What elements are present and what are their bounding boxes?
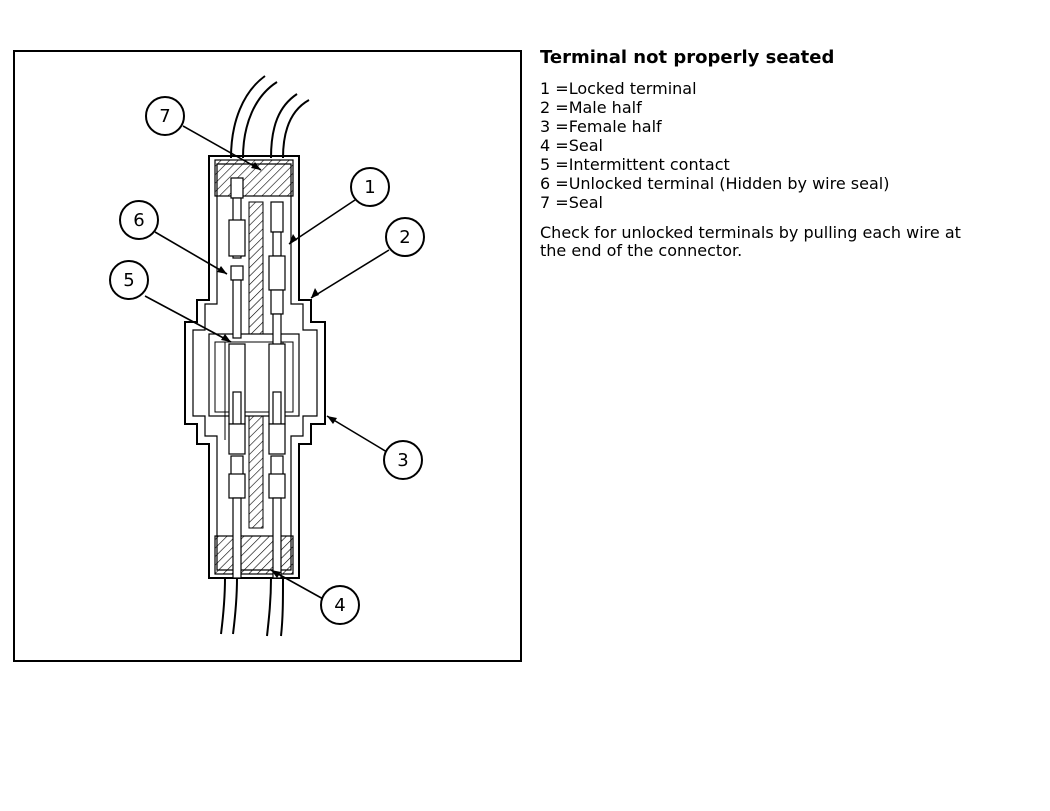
- legend-separator: =: [550, 98, 569, 117]
- legend-item: 4 =Seal: [540, 136, 1040, 155]
- legend-separator: =: [550, 174, 569, 193]
- legend-number: 2: [540, 98, 551, 117]
- page-title: Terminal not properly seated: [540, 47, 835, 68]
- legend-label: Seal: [568, 193, 603, 212]
- legend-separator: =: [550, 155, 569, 174]
- svg-text:7: 7: [159, 106, 170, 127]
- legend-label: Intermittent contact: [568, 155, 730, 174]
- callout-1: 1: [350, 167, 390, 207]
- legend-label: Locked terminal: [568, 79, 697, 98]
- callout-3: 3: [383, 440, 423, 480]
- svg-text:3: 3: [397, 450, 408, 471]
- callout-4: 4: [320, 585, 360, 625]
- right-terminal: [268, 201, 286, 579]
- svg-text:5: 5: [123, 270, 134, 291]
- legend-number: 6: [540, 174, 551, 193]
- legend-label: Unlocked terminal (Hidden by wire seal): [568, 174, 890, 193]
- svg-text:6: 6: [133, 210, 144, 231]
- callout-5: 5: [109, 260, 149, 300]
- legend-label: Seal: [568, 136, 603, 155]
- legend-item: 3 =Female half: [540, 117, 1040, 136]
- svg-text:1: 1: [364, 177, 375, 198]
- legend-item: 1 =Locked terminal: [540, 79, 1040, 98]
- legend-separator: =: [550, 79, 569, 98]
- callout-7: 7: [145, 96, 185, 136]
- legend-separator: =: [550, 193, 569, 212]
- connector-diagram-frame: 7 1 6 2 5 3 4: [13, 50, 522, 662]
- legend-label: Male half: [568, 98, 642, 117]
- legend-number: 5: [540, 155, 551, 174]
- legend-number: 4: [540, 136, 551, 155]
- legend-item: 5 =Intermittent contact: [540, 155, 1040, 174]
- instruction-note: Check for unlocked terminals by pulling …: [540, 223, 961, 260]
- callout-6: 6: [119, 200, 159, 240]
- callout-2: 2: [385, 217, 425, 257]
- svg-text:4: 4: [334, 595, 345, 616]
- legend-number: 7: [540, 193, 551, 212]
- legend-number: 3: [540, 117, 551, 136]
- legend-item: 7 =Seal: [540, 193, 1040, 212]
- legend-list: 1 =Locked terminal 2 =Male half 3 =Femal…: [540, 79, 1040, 212]
- legend-separator: =: [550, 117, 569, 136]
- legend-item: 6 =Unlocked terminal (Hidden by wire sea…: [540, 174, 1040, 193]
- left-terminal: [228, 177, 246, 579]
- legend-number: 1: [540, 79, 551, 98]
- legend-label: Female half: [568, 117, 662, 136]
- svg-text:2: 2: [399, 227, 410, 248]
- legend-separator: =: [550, 136, 569, 155]
- connector-diagram: 7 1 6 2 5 3 4: [109, 75, 425, 637]
- legend-item: 2 =Male half: [540, 98, 1040, 117]
- legend-panel: Terminal not properly seated 1 =Locked t…: [540, 46, 1040, 260]
